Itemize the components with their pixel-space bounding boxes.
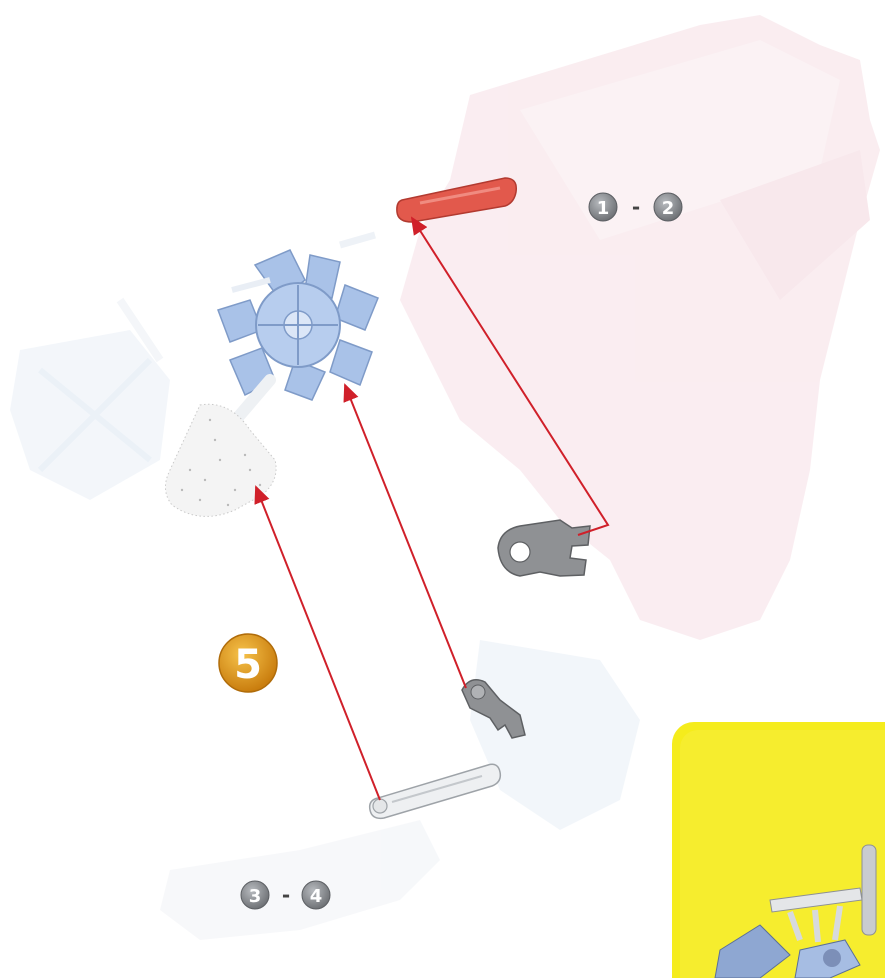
ghost-left-structure <box>10 300 170 500</box>
step-range-top-from: 1 <box>597 198 610 219</box>
step-range-bottom: 3 - 4 <box>241 881 330 909</box>
blue-connector-wheel-icon <box>218 235 378 400</box>
step-range-top-to: 2 <box>662 198 675 219</box>
ghost-model <box>400 15 880 640</box>
white-sponge-icon <box>165 404 276 516</box>
step-number-badge: 5 <box>219 634 277 692</box>
step-range-top: 1 - 2 <box>589 193 682 221</box>
arrow-hinge-to-wheel <box>345 385 466 688</box>
step-number: 5 <box>234 642 262 688</box>
step-range-bottom-to: 4 <box>310 886 323 907</box>
step-range-top-separator: - <box>632 195 640 219</box>
grey-clip-connector-icon <box>498 520 590 576</box>
step-range-bottom-separator: - <box>282 883 290 907</box>
white-rod-icon <box>370 764 501 818</box>
arrow-rod-to-sponge <box>256 487 380 800</box>
inset-preview-panel <box>672 722 885 978</box>
step-range-bottom-from: 3 <box>249 886 262 907</box>
